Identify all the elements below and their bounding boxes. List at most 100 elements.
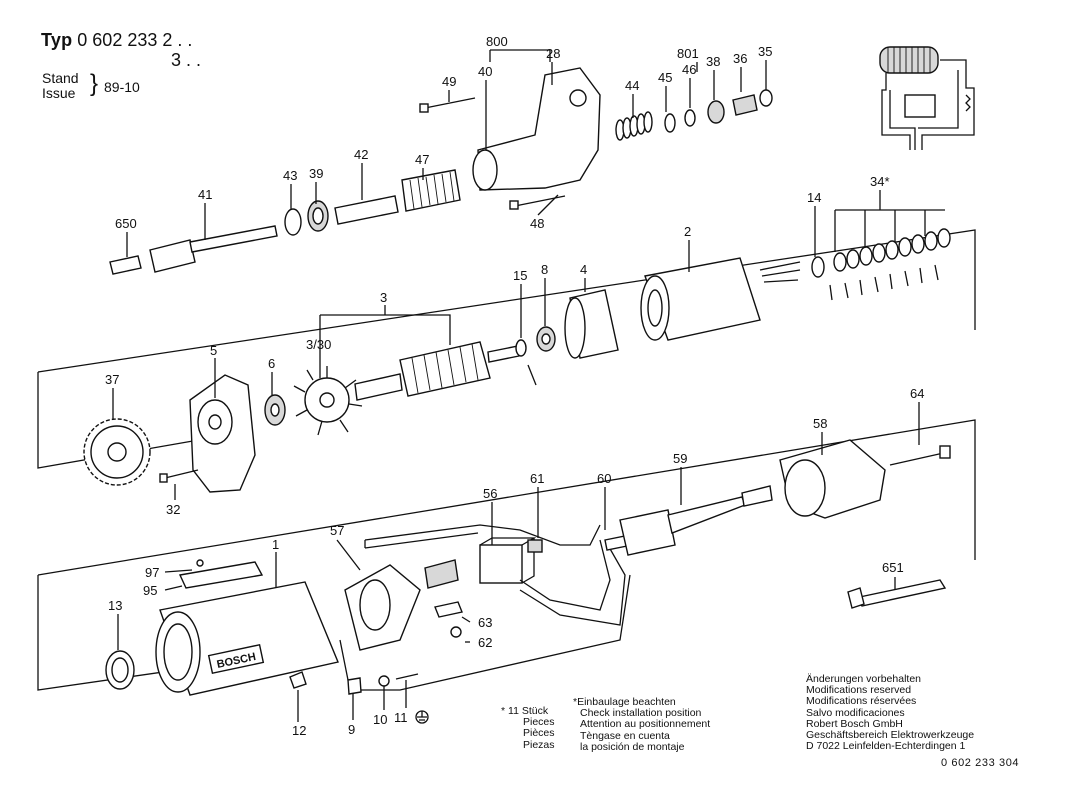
stand-label: Stand <box>42 70 79 86</box>
label-13: 13 <box>108 598 122 613</box>
row-motor <box>83 228 951 493</box>
part-12-screw <box>289 671 307 689</box>
modifications-notice: Änderungen vorbehalten Modifications res… <box>806 673 975 753</box>
company-address: D 7022 Leinfelden-Echterdingen 1 <box>806 740 966 753</box>
part-43-ring <box>284 208 302 236</box>
label-28: 28 <box>546 46 560 61</box>
install-line-1: Einbaulage beachten <box>577 696 676 708</box>
part-48-screw <box>514 195 566 207</box>
row-gear-head <box>109 67 773 275</box>
label-56: 56 <box>483 486 497 501</box>
label-39: 39 <box>309 166 323 181</box>
part-95-plate <box>178 561 264 589</box>
quantity-line-1: Pieces <box>523 716 555 729</box>
label-62: 62 <box>478 635 492 650</box>
label-2: 2 <box>684 224 691 239</box>
document-number: 0 602 233 304 <box>941 757 1020 769</box>
install-line-2: Check installation position <box>580 707 702 720</box>
label-5: 5 <box>210 343 217 358</box>
part-35-nut <box>759 89 773 107</box>
part-34-brush-set <box>829 228 951 301</box>
label-38: 38 <box>706 54 720 69</box>
label-43: 43 <box>283 168 297 183</box>
stand-issue-labels: Stand Issue <box>42 71 79 101</box>
leader-lines <box>112 49 945 722</box>
label-36: 36 <box>733 51 747 66</box>
label-11: 11 <box>394 710 408 725</box>
label-41: 41 <box>198 187 212 202</box>
type-heading: Typ 0 602 233 2 . . <box>41 30 192 51</box>
footnote-quantity: * 11 Stück Pieces Pièces Piezas <box>501 705 555 751</box>
label-3: 3 <box>380 290 387 305</box>
quantity-line-3: Piezas <box>523 738 555 751</box>
label-32: 32 <box>166 502 180 517</box>
company-division: Geschäftsbereich Elektrowerkzeuge <box>806 729 975 742</box>
label-63: 63 <box>478 615 492 630</box>
part-number-labels: 800 28 40 49 47 42 43 39 41 650 48 44 45… <box>105 34 924 738</box>
label-42: 42 <box>354 147 368 162</box>
part-651-spanner <box>853 579 947 607</box>
label-40: 40 <box>478 64 492 79</box>
label-15: 15 <box>513 268 527 283</box>
label-800: 800 <box>486 34 508 49</box>
issue-label: Issue <box>42 85 76 101</box>
part-42-shaft <box>334 195 399 225</box>
label-48: 48 <box>530 216 544 231</box>
label-801: 801 <box>677 46 699 61</box>
part-59-sleeve <box>667 496 746 534</box>
label-61: 61 <box>530 471 544 486</box>
label-47: 47 <box>415 152 429 167</box>
install-line-4: Tèngase en cuenta <box>580 729 670 742</box>
part-46-ring <box>684 109 696 127</box>
part-15-washer <box>515 339 527 357</box>
label-4: 4 <box>580 262 587 277</box>
part-45-washer <box>664 113 676 133</box>
quantity-line-2: Pièces <box>523 727 555 740</box>
label-1: 1 <box>272 537 279 552</box>
part-36-pinion <box>732 94 758 116</box>
label-14: 14 <box>807 190 821 205</box>
type-label: Typ <box>41 30 73 50</box>
modifications-line-4: Salvo modificaciones <box>806 706 905 719</box>
part-3-30-fan <box>293 366 363 436</box>
part-37-gear <box>83 418 151 486</box>
label-57: 57 <box>330 523 344 538</box>
part-41-spindle <box>189 225 278 253</box>
part-63-clamp <box>434 601 463 618</box>
label-35: 35 <box>758 44 772 59</box>
label-58: 58 <box>813 416 827 431</box>
install-line-3: Attention au positionnement <box>580 718 711 731</box>
label-46: 46 <box>682 62 696 77</box>
label-9: 9 <box>348 722 355 737</box>
install-line-5: la posición de montaje <box>580 740 685 753</box>
label-651: 651 <box>882 560 904 575</box>
label-3-30: 3/30 <box>306 337 331 352</box>
row-housing: BOSCH <box>105 439 951 696</box>
type-variant-1: 2 . . <box>162 30 193 50</box>
label-37: 37 <box>105 372 119 387</box>
footnote-install-position: *Einbaulage beachten Check installation … <box>573 696 711 753</box>
label-10: 10 <box>373 712 387 727</box>
label-59: 59 <box>673 451 687 466</box>
issue-value: 89-10 <box>104 79 140 95</box>
part-44-spring <box>615 111 653 141</box>
install-star: * <box>573 696 578 708</box>
wiring-diagram-inset <box>879 46 975 150</box>
quantity-count: 11 Stück <box>508 705 549 717</box>
label-95: 95 <box>143 583 157 598</box>
label-97: 97 <box>145 565 159 580</box>
section-dividers <box>37 229 976 691</box>
label-45: 45 <box>658 70 672 85</box>
part-61-connector <box>527 539 543 553</box>
label-12: 12 <box>292 723 306 738</box>
part-64-screw <box>889 451 949 466</box>
part-49-screw <box>424 97 476 109</box>
part-97-screw <box>196 559 204 567</box>
label-60: 60 <box>597 471 611 486</box>
type-number: 0 602 233 <box>77 30 158 50</box>
label-650: 650 <box>115 216 137 231</box>
label-34: 34* <box>870 174 890 189</box>
label-6: 6 <box>268 356 275 371</box>
